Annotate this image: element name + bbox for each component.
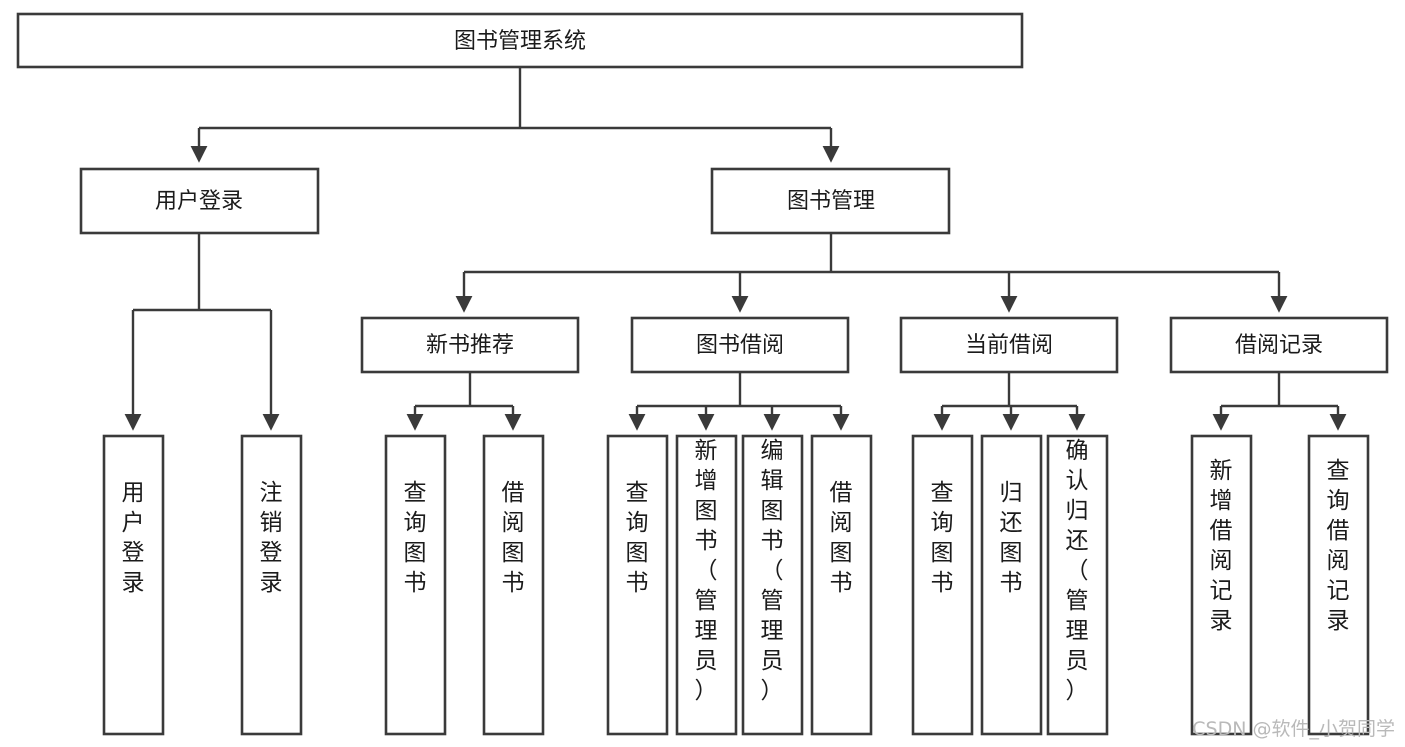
leaf-book-borrow-1[interactable]: 查询图书 — [606, 434, 669, 736]
leaf-current-borrow-2-box — [980, 434, 1043, 736]
leaf-current-borrow-1-box — [911, 434, 974, 736]
leaf-new-book-1-box — [384, 434, 447, 736]
leaf-book-borrow-4-box — [810, 434, 873, 736]
leaf-current-borrow-2[interactable]: 归还图书 — [980, 434, 1043, 736]
node-book-borrow-box — [630, 316, 850, 374]
leaf-book-borrow-3-label: 编辑图书（管理员） — [761, 438, 784, 704]
leaf-user-login-1-label: 用户登录 — [122, 480, 145, 596]
node-current-borrow[interactable]: 当前借阅 — [899, 316, 1119, 374]
leaf-book-borrow-3-box — [741, 434, 804, 736]
leaf-user-login-2-box — [240, 434, 303, 736]
leaf-book-borrow-1-box — [606, 434, 669, 736]
node-new-book-recommend-box — [360, 316, 580, 374]
leaf-user-login-2[interactable]: 注销登录 — [240, 434, 303, 736]
node-new-book-recommend[interactable]: 新书推荐 — [360, 316, 580, 374]
leaf-book-borrow-3[interactable]: 编辑图书（管理员） — [741, 434, 804, 736]
leaf-new-book-2-label: 借阅图书 — [502, 480, 525, 596]
node-borrow-record-box — [1169, 316, 1389, 374]
leaf-new-book-2[interactable]: 借阅图书 — [482, 434, 545, 736]
node-borrow-record[interactable]: 借阅记录 — [1169, 316, 1389, 374]
leaf-book-borrow-2-box — [675, 434, 738, 736]
leaf-borrow-record-2[interactable]: 查询借阅记录 — [1307, 434, 1370, 736]
leaf-user-login-1[interactable]: 用户登录 — [102, 434, 165, 736]
leaf-current-borrow-3-label: 确认归还（管理员） — [1066, 438, 1089, 704]
node-user-login[interactable]: 用户登录 — [79, 167, 320, 235]
node-book-management[interactable]: 图书管理 — [710, 167, 951, 235]
node-current-borrow-label: 当前借阅 — [965, 333, 1053, 358]
leaf-new-book-2-box — [482, 434, 545, 736]
node-root-book-management-system[interactable]: 图书管理系统 — [16, 12, 1024, 69]
leaf-new-book-1-label: 查询图书 — [404, 480, 427, 596]
leaf-book-borrow-4-label: 借阅图书 — [830, 480, 853, 596]
leaf-book-borrow-1-label: 查询图书 — [626, 480, 649, 596]
leaf-book-borrow-2-label: 新增图书（管理员） — [695, 438, 718, 704]
node-book-borrow-label: 图书借阅 — [696, 333, 784, 358]
csdn-watermark: CSDN @软件_小贺同学 — [1192, 718, 1395, 740]
leaf-book-borrow-2[interactable]: 新增图书（管理员） — [675, 434, 738, 736]
node-book-borrow[interactable]: 图书借阅 — [630, 316, 850, 374]
leaf-borrow-record-1-label: 新增借阅记录 — [1210, 458, 1233, 634]
leaf-current-borrow-1[interactable]: 查询图书 — [911, 434, 974, 736]
leaf-current-borrow-1-label: 查询图书 — [931, 480, 954, 596]
leaf-borrow-record-1[interactable]: 新增借阅记录 — [1190, 434, 1253, 736]
node-user-login-box — [79, 167, 320, 235]
node-root-label: 图书管理系统 — [454, 29, 586, 54]
leaf-user-login-1-box — [102, 434, 165, 736]
node-user-login-label: 用户登录 — [155, 189, 243, 214]
leaf-borrow-record-1-box — [1190, 434, 1253, 736]
leaf-borrow-record-2-box — [1307, 434, 1370, 736]
edges-layer — [124, 67, 1347, 431]
node-borrow-record-label: 借阅记录 — [1235, 333, 1323, 358]
node-new-book-recommend-label: 新书推荐 — [426, 333, 514, 358]
node-current-borrow-box — [899, 316, 1119, 374]
leaf-current-borrow-3-box — [1046, 434, 1109, 736]
leaf-user-login-2-label: 注销登录 — [260, 480, 283, 596]
node-book-management-label: 图书管理 — [787, 189, 875, 214]
leaf-new-book-1[interactable]: 查询图书 — [384, 434, 447, 736]
leaf-current-borrow-3[interactable]: 确认归还（管理员） — [1046, 434, 1109, 736]
node-book-management-box — [710, 167, 951, 235]
leaf-borrow-record-2-label: 查询借阅记录 — [1327, 458, 1350, 634]
leaf-current-borrow-2-label: 归还图书 — [1000, 480, 1023, 596]
node-root-box — [16, 12, 1024, 69]
leaf-book-borrow-4[interactable]: 借阅图书 — [810, 434, 873, 736]
